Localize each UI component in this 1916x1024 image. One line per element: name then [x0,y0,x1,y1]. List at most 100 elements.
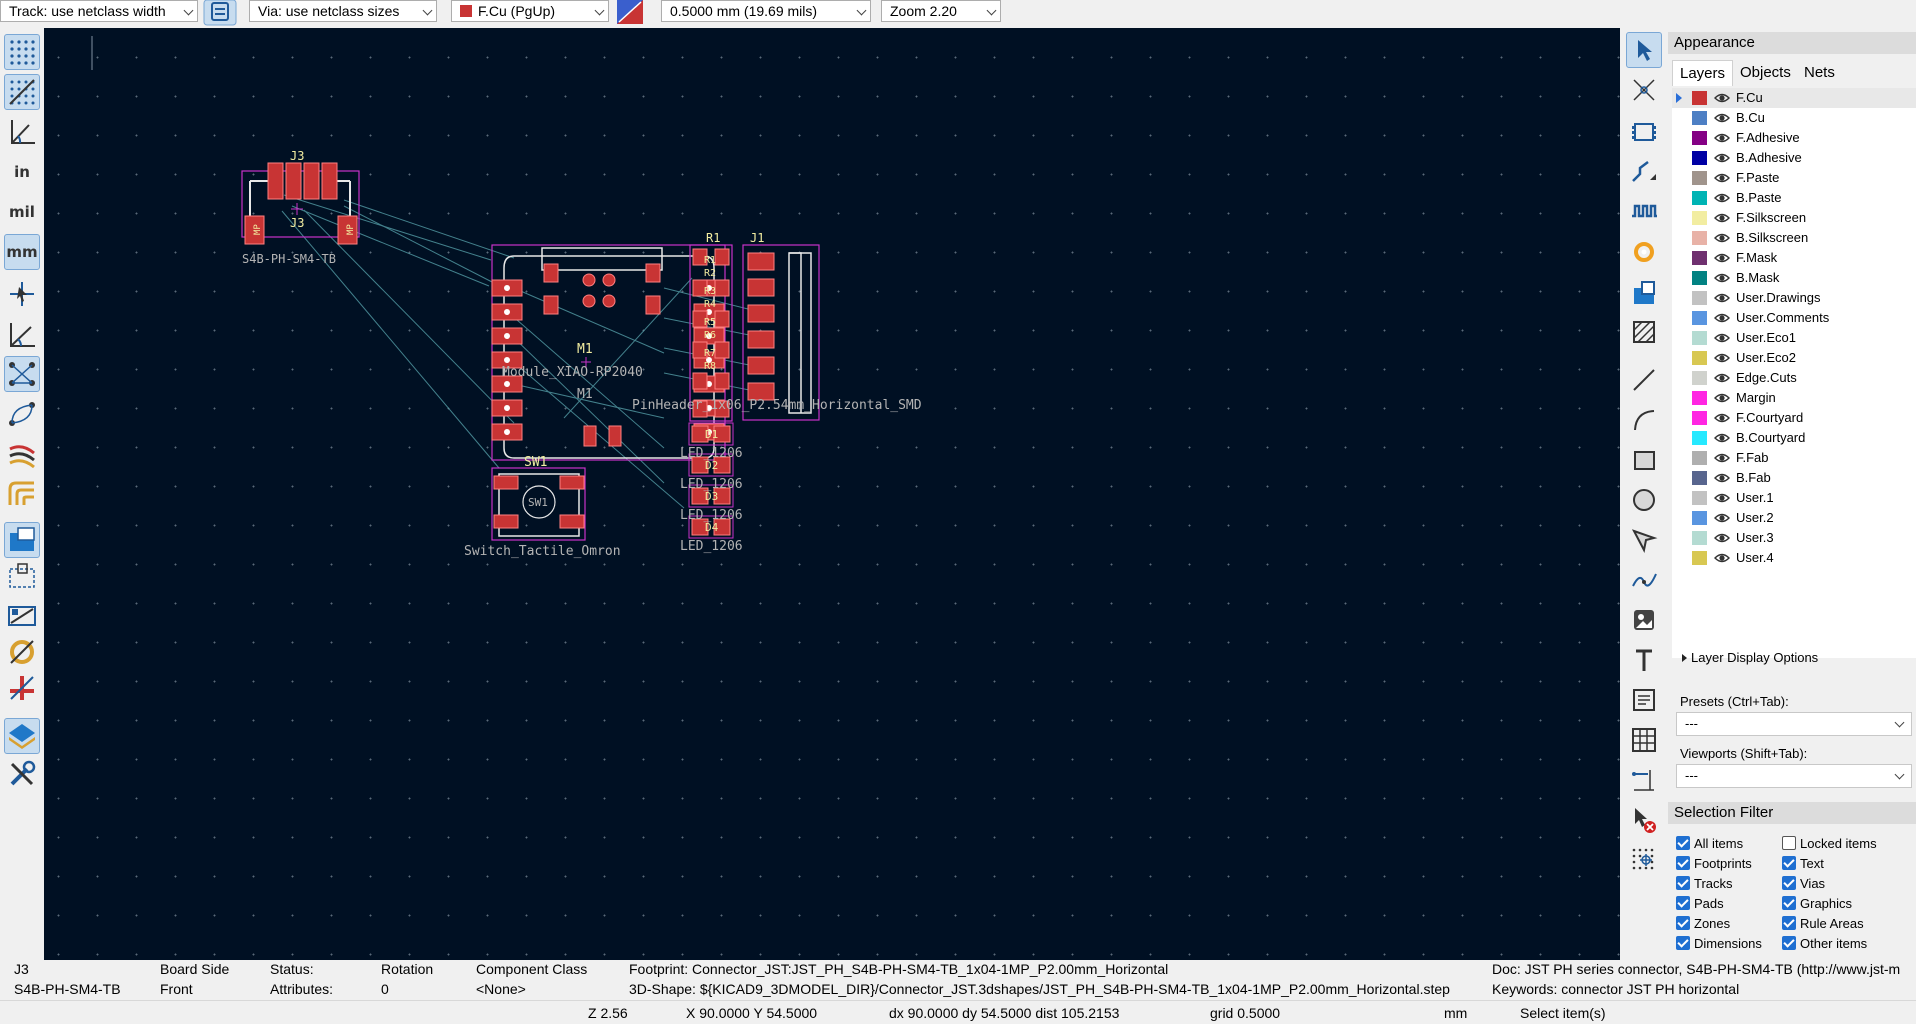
layer-row[interactable]: Margin [1672,388,1916,408]
layer-color-swatch[interactable] [1692,191,1707,205]
layer-row[interactable]: User.1 [1672,488,1916,508]
route-track-button[interactable] [1626,154,1662,190]
eye-icon[interactable] [1714,550,1730,572]
layer-row[interactable]: B.Paste [1672,188,1916,208]
eye-icon[interactable] [1714,510,1730,532]
layer-row[interactable]: B.Mask [1672,268,1916,288]
angle-snap-button[interactable] [4,316,40,352]
tune-length-button[interactable] [1626,194,1662,230]
layer-color-swatch[interactable] [1692,311,1707,325]
layer-row[interactable]: User.4 [1672,548,1916,568]
layer-row[interactable]: User.2 [1672,508,1916,528]
viewports-select[interactable]: --- [1676,764,1912,788]
filter-locked-items[interactable]: Locked items [1782,836,1877,852]
layer-color-swatch[interactable] [1692,351,1707,365]
add-footprint-button[interactable] [1626,114,1662,150]
eye-icon[interactable] [1714,270,1730,292]
select-tool-button[interactable] [1626,32,1662,68]
draw-circle-button[interactable] [1626,482,1662,518]
layer-display-options-toggle[interactable]: Layer Display Options [1682,650,1818,665]
filter-vias[interactable]: Vias [1782,876,1825,892]
via-display-button[interactable] [4,634,40,670]
track-auto-width-button[interactable] [203,0,237,26]
presets-select[interactable]: --- [1676,712,1912,736]
layer-row[interactable]: F.Fab [1672,448,1916,468]
layer-row[interactable]: F.Paste [1672,168,1916,188]
layer-color-swatch[interactable] [1692,251,1707,265]
delete-tool-button[interactable] [1626,802,1662,838]
eye-icon[interactable] [1714,370,1730,392]
filter-pads[interactable]: Pads [1676,896,1724,912]
draw-arc-button[interactable] [1626,402,1662,438]
eye-icon[interactable] [1714,290,1730,312]
eye-icon[interactable] [1714,390,1730,412]
pcb-canvas[interactable]: J3 J3 S4B-PH-SM4-TB MP MP [44,28,1620,960]
draw-rectangle-button[interactable] [1626,442,1662,478]
filter-tracks[interactable]: Tracks [1676,876,1733,892]
toggle-grid-button[interactable] [4,34,40,70]
layer-row[interactable]: User.3 [1672,528,1916,548]
eye-icon[interactable] [1714,170,1730,192]
add-textbox-button[interactable] [1626,682,1662,718]
eye-icon[interactable] [1714,450,1730,472]
layer-color-swatch[interactable] [1692,211,1707,225]
footprint-leds[interactable]: D1 D2 D3 D4 LED_1206 LED_1206 LED_1206 L… [680,422,743,554]
footprint-j3[interactable]: J3 J3 S4B-PH-SM4-TB MP MP [241,149,360,266]
tab-objects[interactable]: Objects [1740,64,1791,81]
filter-footprints[interactable]: Footprints [1676,856,1752,872]
eye-icon[interactable] [1714,490,1730,512]
layer-color-swatch[interactable] [1692,471,1707,485]
eye-icon[interactable] [1714,470,1730,492]
eye-icon[interactable] [1714,230,1730,252]
units-mils-button[interactable]: mil [4,194,40,230]
layer-color-swatch[interactable] [1692,131,1707,145]
layer-row[interactable]: B.Courtyard [1672,428,1916,448]
fill-zones-button[interactable] [4,522,40,558]
tab-layers[interactable]: Layers [1672,60,1734,86]
units-mm-button[interactable]: mm [4,234,40,270]
polar-coords-button[interactable] [4,114,40,150]
track-display-button[interactable] [4,476,40,512]
add-zone-button[interactable] [1626,274,1662,310]
add-image-button[interactable] [1626,602,1662,638]
layer-color-swatch[interactable] [1692,491,1707,505]
layer-row[interactable]: F.Silkscreen [1672,208,1916,228]
layer-select[interactable]: F.Cu (PgUp) [451,0,609,22]
eye-icon[interactable] [1714,210,1730,232]
curved-ratsnest-button[interactable] [4,396,40,432]
layer-color-swatch[interactable] [1692,431,1707,445]
layer-color-swatch[interactable] [1692,391,1707,405]
layer-row[interactable]: F.Mask [1672,248,1916,268]
grid-origin-button[interactable] [1626,842,1662,878]
track-width-select[interactable]: Track: use netclass width [0,0,198,22]
layer-color-swatch[interactable] [1692,111,1707,125]
layer-row[interactable]: F.Cu [1672,88,1916,108]
layer-row[interactable]: User.Eco2 [1672,348,1916,368]
eye-icon[interactable] [1714,90,1730,112]
3d-viewer-button[interactable] [4,718,40,754]
eye-icon[interactable] [1714,190,1730,212]
tab-nets[interactable]: Nets [1804,64,1835,81]
add-table-button[interactable] [1626,722,1662,758]
grid-select[interactable]: 0.5000 mm (19.69 mils) [661,0,871,22]
eye-icon[interactable] [1714,310,1730,332]
layer-color-swatch[interactable] [1692,171,1707,185]
net-colors-button[interactable] [4,438,40,474]
layer-color-swatch[interactable] [1692,411,1707,425]
layer-color-swatch[interactable] [1692,551,1707,565]
ratsnest-button[interactable] [4,356,40,392]
layer-row[interactable]: F.Courtyard [1672,408,1916,428]
layer-row[interactable]: F.Adhesive [1672,128,1916,148]
add-rule-area-button[interactable] [1626,314,1662,350]
layer-color-swatch[interactable] [1692,331,1707,345]
layer-color-swatch[interactable] [1692,451,1707,465]
units-inches-button[interactable]: in [4,154,40,190]
filter-rule-areas[interactable]: Rule Areas [1782,916,1864,932]
layer-row[interactable]: Edge.Cuts [1672,368,1916,388]
layer-row[interactable]: User.Comments [1672,308,1916,328]
layer-color-swatch[interactable] [1692,511,1707,525]
footprint-resistors[interactable]: R1 R1 R2 R3 R4 R5 R6 R7 R8 [689,231,733,422]
layer-color-swatch[interactable] [1692,371,1707,385]
footprint-sw1[interactable]: SW1 SW1 Switch_Tactile_Omron [464,455,621,559]
track-outline-button[interactable] [4,670,40,706]
